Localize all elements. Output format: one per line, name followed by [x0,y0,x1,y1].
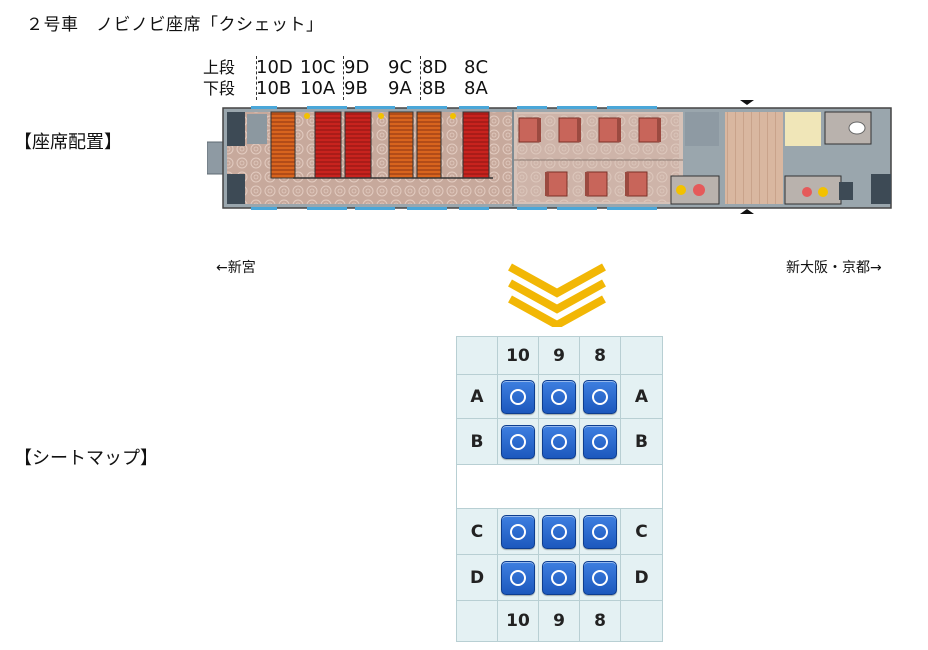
berth-code: 10D [256,57,293,78]
column-header: 8 [580,337,621,375]
seat-10a[interactable] [498,375,539,419]
row-label-c: C [457,509,498,555]
row-label-d: D [621,555,662,601]
seat-8c[interactable] [580,509,621,555]
berth-code: 10C [300,57,336,78]
seat-9a[interactable] [539,375,580,419]
seat-available-icon[interactable] [542,424,576,459]
berth-code: 9C [388,57,413,78]
column-header: 9 [539,337,580,375]
seat-available-icon[interactable] [542,514,576,549]
berth-code: 9D [344,57,370,78]
berth-code: 9B [344,78,368,99]
direction-left-label: ←新宮 [216,260,256,276]
berth-code: 10A [300,78,336,99]
berth-code: 10B [256,78,292,99]
divider [420,56,421,100]
divider [343,56,344,100]
row-label-a: A [621,375,662,419]
berth-code: 8D [422,57,448,78]
seat-available-icon[interactable] [501,424,535,459]
section-label-seatmap: 【シートマップ】 [14,448,158,469]
upper-berth-label: 上段 [203,58,236,77]
divider [256,56,257,100]
berth-code: 8B [422,78,446,99]
corner-cell [457,601,498,641]
corner-cell [621,337,662,375]
seat-9d[interactable] [539,555,580,601]
seat-available-icon[interactable] [583,379,617,414]
row-label-b: B [621,419,662,465]
column-header: 10 [498,337,539,375]
row-label-a: A [457,375,498,419]
seat-available-icon[interactable] [542,560,576,595]
berth-code: 9A [388,78,412,99]
seat-10b[interactable] [498,419,539,465]
seat-available-icon[interactable] [501,560,535,595]
section-label-layout: 【座席配置】 [14,132,122,153]
corner-cell [621,601,662,641]
row-label-b: B [457,419,498,465]
row-label-d: D [457,555,498,601]
lower-berth-label: 下段 [203,79,236,98]
seat-available-icon[interactable] [501,514,535,549]
column-footer: 9 [539,601,580,641]
seat-8b[interactable] [580,419,621,465]
seat-10c[interactable] [498,509,539,555]
seat-10d[interactable] [498,555,539,601]
seat-8a[interactable] [580,375,621,419]
seat-9c[interactable] [539,509,580,555]
seat-map: 10 9 8 A A B B C C D D 10 9 8 [456,336,663,642]
berth-code: 8C [464,57,489,78]
seat-available-icon[interactable] [583,424,617,459]
direction-right-label: 新大阪・京都→ [786,260,882,276]
column-footer: 10 [498,601,539,641]
seat-available-icon[interactable] [583,514,617,549]
seat-available-icon[interactable] [583,560,617,595]
berth-code: 8A [464,78,488,99]
row-label-c: C [621,509,662,555]
train-car-diagram [207,100,892,214]
aisle [457,465,662,509]
seat-available-icon[interactable] [501,379,535,414]
page-title: ２号車 ノビノビ座席「クシェット」 [26,15,324,35]
chevron-down-icon [508,263,606,327]
corner-cell [457,337,498,375]
seat-8d[interactable] [580,555,621,601]
seat-available-icon[interactable] [542,379,576,414]
seat-9b[interactable] [539,419,580,465]
column-footer: 8 [580,601,621,641]
